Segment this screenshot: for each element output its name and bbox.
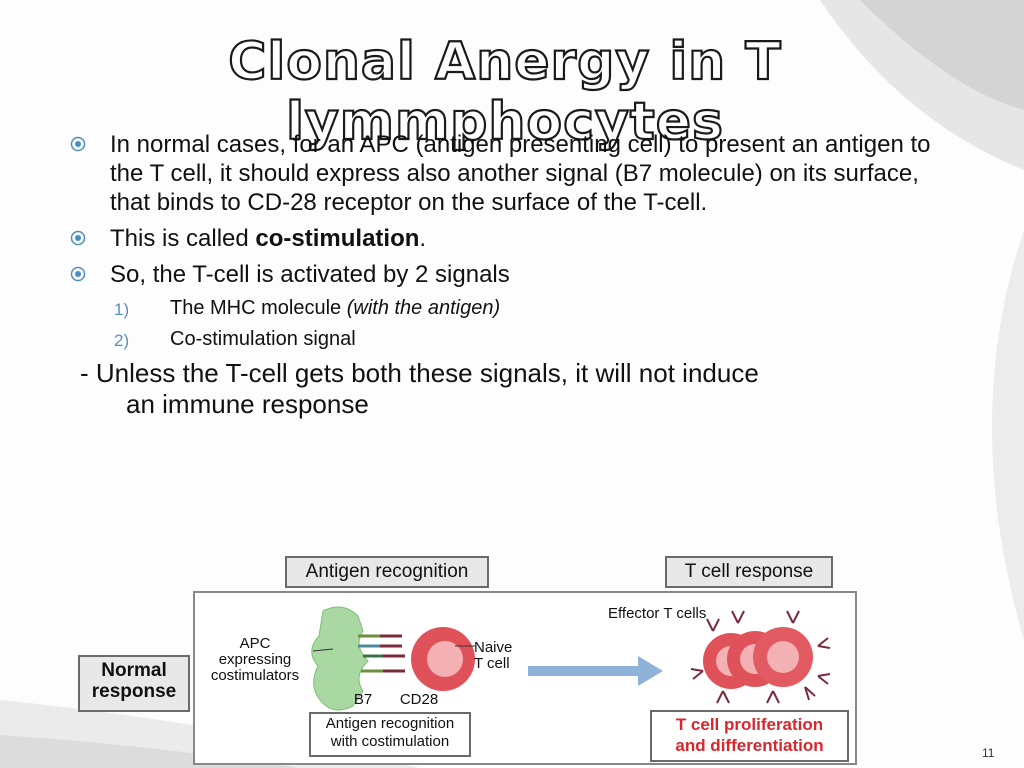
apc-label-line-1: APC [239,635,271,652]
bullet-marker-icon [70,230,86,246]
bullet-item: In normal cases, for an APC (antigen pre… [70,130,950,217]
sub-item-italic: (with the antigen) [346,297,501,319]
bullet-bold-term: co-stimulation [255,225,420,252]
bullet-text: This is called [110,225,256,252]
antigen-recognition-header: Antigen recognition [285,556,489,588]
page-number: 11 [982,746,995,760]
naive-label-line-2: T cell [474,655,510,672]
naive-t-cell-label: Naive T cell [474,640,534,672]
sub-item-text: The MHC molecule [170,297,347,319]
bullet-item: This is called co-stimulation. [70,224,950,253]
bullet-marker-icon [70,136,86,152]
bullet-text: . [419,225,427,252]
apc-label-line-2: expressing [218,651,292,668]
naive-label-line-1: Naive [474,639,513,656]
note-line-2: an immune response [126,389,369,419]
bullet-text: In normal cases, for an APC (antigen pre… [110,131,931,216]
slide-title: Clonal Anergy in T lymmphocytes [227,31,782,153]
apc-cell-shape [311,606,369,711]
note-line-1: Unless the T-cell gets both these signal… [95,358,759,388]
sub-item-number: 2) [114,331,130,350]
receptor-pairs [358,634,405,673]
proliferation-caption: T cell proliferation and differentiation [650,710,849,762]
t-cell-response-header-text: T cell response [684,561,814,582]
apc-label-line-3: costimulators [210,667,300,684]
antigen-recognition-header-text: Antigen recognition [305,561,469,582]
sub-item: 1) The MHC molecule (with the antigen) [70,296,950,321]
apc-label: APC expressing costimulators [205,636,305,684]
normal-response-line-1: Normal [101,660,167,681]
normal-response-line-2: response [91,681,177,702]
normal-response-label: Normal response [78,655,190,712]
costimulation-caption: Antigen recognition with costimulation [309,712,471,757]
sub-item-text: Co-stimulation signal [170,328,356,350]
bullet-text: So, the T-cell is activated by 2 signals [110,261,510,288]
cell-diagram [311,606,831,711]
slide-content: In normal cases, for an APC (antigen pre… [70,130,950,420]
effector-t-cells [690,610,831,704]
bullet-marker-icon [70,266,86,282]
sub-item-number: 1) [114,300,130,319]
costimulation-caption-line-1: Antigen recognition [325,715,455,732]
note-paragraph: - Unless the T-cell gets both these sign… [70,358,950,420]
note-dash: - [80,358,89,388]
proliferation-caption-line-1: T cell proliferation [675,715,824,734]
t-cell-response-header: T cell response [665,556,833,588]
effector-t-cells-label: Effector T cells [608,605,707,622]
response-arrow [528,656,663,686]
cd28-label: CD28 [399,691,439,708]
bullet-item: So, the T-cell is activated by 2 signals [70,260,950,289]
proliferation-caption-line-2: and differentiation [675,736,824,755]
sub-item: 2) Co-stimulation signal [70,327,950,352]
costimulation-caption-line-2: with costimulation [330,733,450,750]
b7-label: B7 [353,691,373,708]
